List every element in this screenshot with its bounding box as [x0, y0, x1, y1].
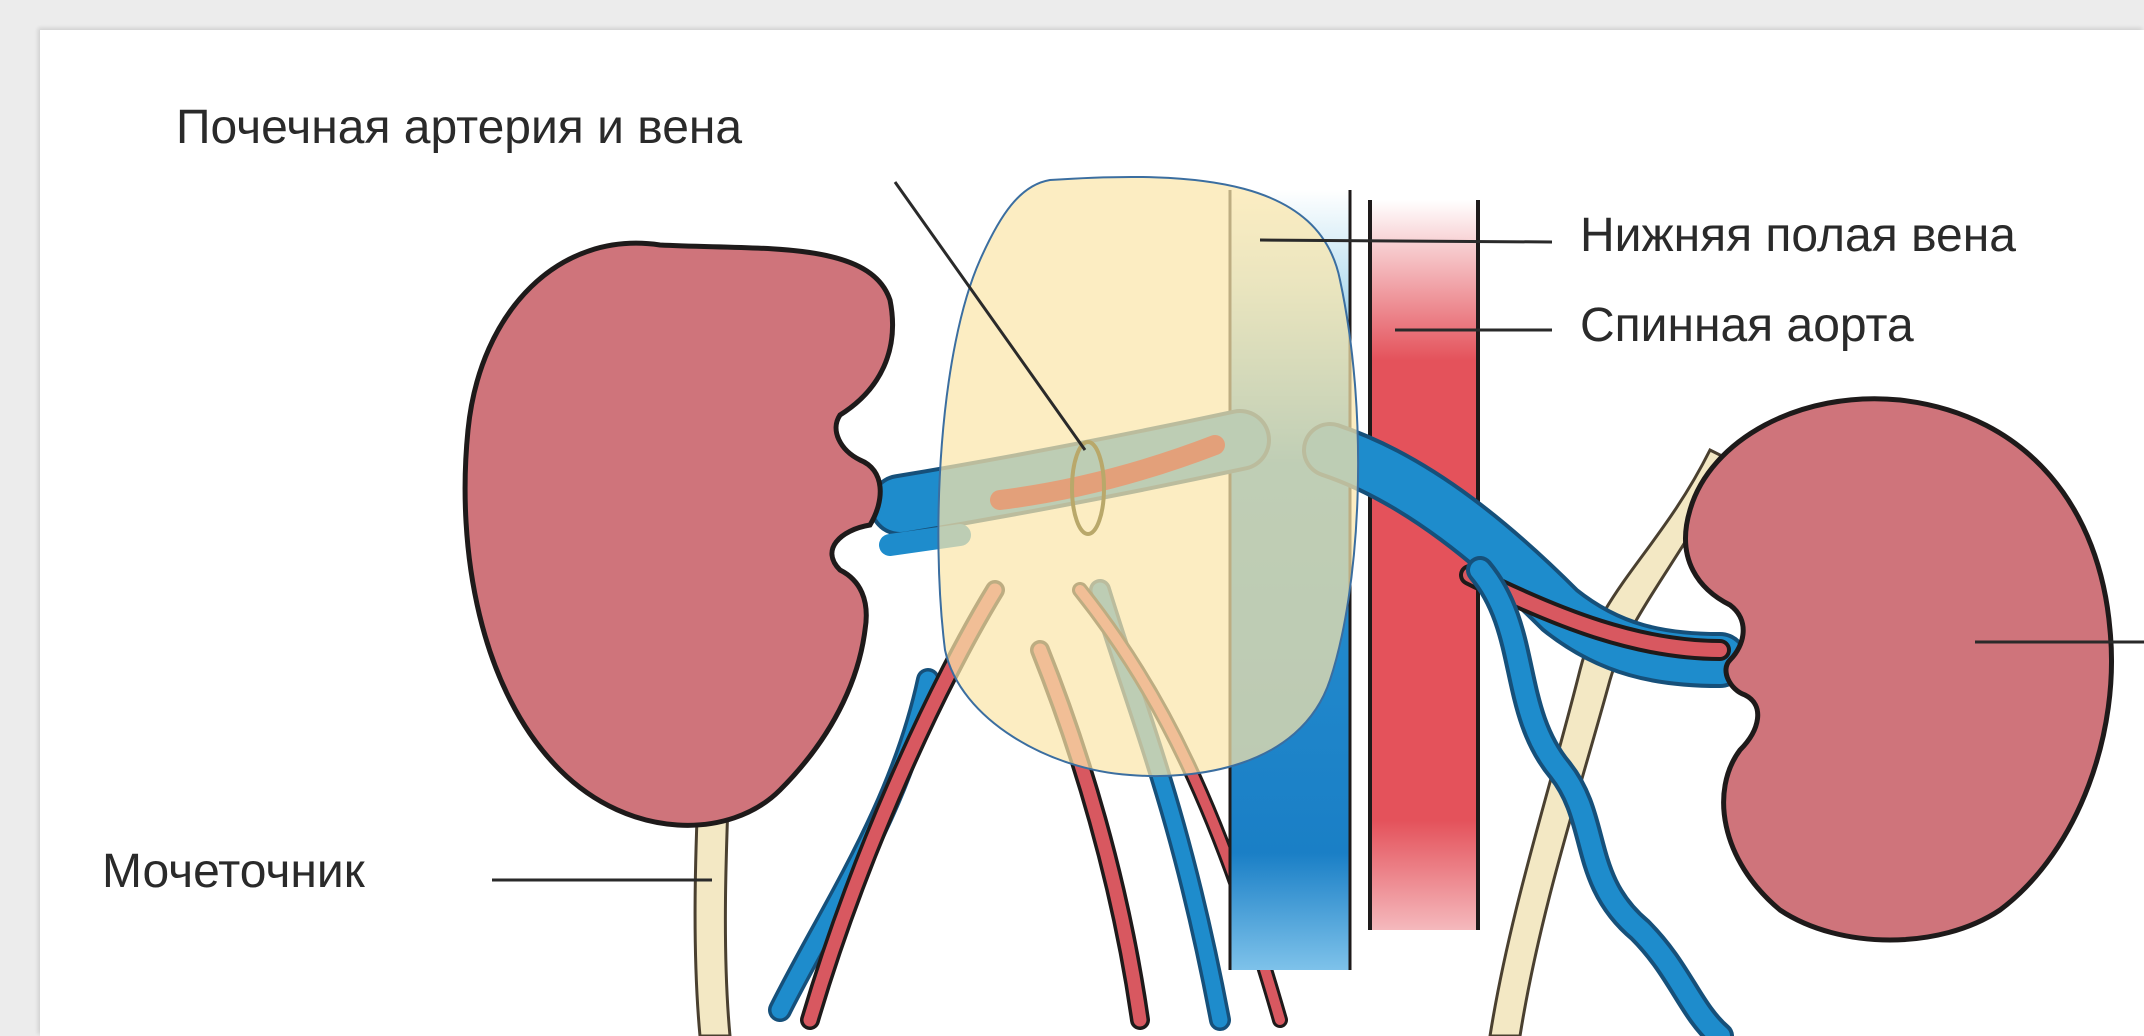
label-ureter: Мочеточник — [102, 844, 365, 899]
leader-vena-cava — [1260, 240, 1552, 242]
label-renal-artery-and-vein: Почечная артерия и вена — [176, 100, 742, 155]
label-inferior-vena-cava: Нижняя полая вена — [1580, 208, 2016, 263]
label-dorsal-aorta: Спинная аорта — [1580, 298, 1914, 353]
right-kidney — [1686, 399, 2112, 940]
left-kidney — [465, 243, 892, 825]
diagram-slide: Почечная артерия и вена Нижняя полая вен… — [40, 30, 2144, 1036]
dorsal-aorta — [1370, 200, 1478, 930]
